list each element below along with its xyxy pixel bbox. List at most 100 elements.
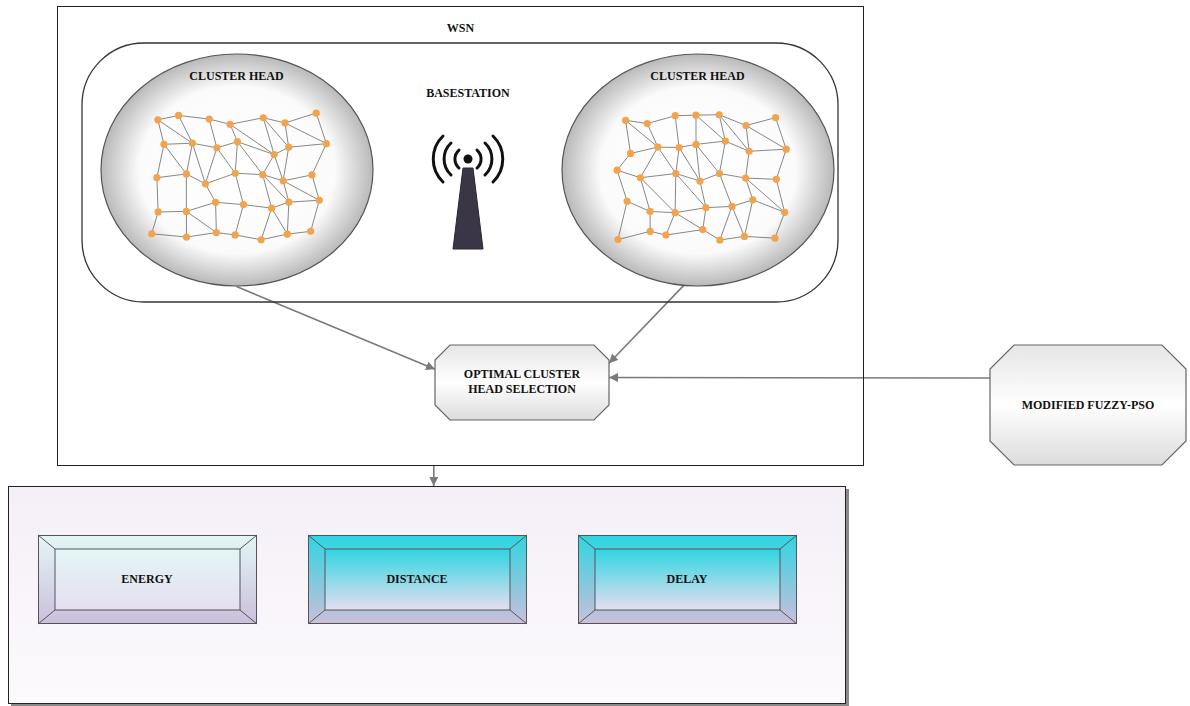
tower-mast xyxy=(453,168,483,249)
sensor-dot xyxy=(646,207,653,214)
network-link xyxy=(215,202,217,232)
ellipse-outline xyxy=(100,53,374,287)
node-label: DISTANCE xyxy=(386,572,447,587)
sensor-dot xyxy=(740,232,747,239)
parameter-panel: ENERGYDISTANCEDELAY xyxy=(8,486,846,704)
sensor-dot xyxy=(672,169,679,176)
network-link xyxy=(627,201,650,211)
node-label: WSN xyxy=(447,21,474,36)
network-link xyxy=(719,236,744,240)
bevel-line xyxy=(510,610,527,624)
button-outer xyxy=(38,535,256,623)
network-link xyxy=(745,151,749,178)
button-inner xyxy=(325,549,510,610)
network-link xyxy=(283,147,289,181)
sensor-dot xyxy=(728,202,735,209)
sensor-dot xyxy=(671,112,678,119)
bevel-line xyxy=(38,610,55,624)
sensor-dot xyxy=(715,111,722,118)
network-link xyxy=(185,211,186,237)
parameter-button: DELAY xyxy=(578,535,797,624)
sensor-dot xyxy=(182,170,189,177)
network-link xyxy=(696,144,719,173)
sensor-dot xyxy=(257,236,264,243)
node-label: DELAY xyxy=(667,572,708,587)
sensor-dot xyxy=(312,109,319,116)
button-inner xyxy=(55,549,240,610)
network-link xyxy=(665,229,702,234)
network-link xyxy=(235,141,237,173)
network-link xyxy=(699,181,705,208)
network-link xyxy=(192,143,216,148)
network-link xyxy=(261,208,271,240)
sensor-dot xyxy=(692,140,699,147)
network-link xyxy=(774,212,784,238)
network-link xyxy=(731,206,743,236)
sensor-dot xyxy=(226,120,233,127)
sensor-dot xyxy=(741,174,748,181)
sensor-dot xyxy=(211,198,218,205)
network-link xyxy=(283,180,319,199)
network-link xyxy=(665,212,674,234)
network-link xyxy=(695,115,696,144)
network-link xyxy=(647,123,658,147)
flow-arrow xyxy=(609,377,990,379)
bevel-line xyxy=(308,610,325,624)
sensor-dot xyxy=(182,207,189,214)
network-link xyxy=(288,200,318,202)
network-link xyxy=(675,115,679,147)
network-link xyxy=(719,114,749,151)
network-link xyxy=(235,173,243,204)
sensor-dot xyxy=(259,171,266,178)
sensor-dot xyxy=(201,180,208,187)
sensor-dot xyxy=(175,111,182,118)
network-link xyxy=(151,233,186,236)
network-link xyxy=(719,141,725,173)
network-link xyxy=(311,174,318,199)
network-link xyxy=(674,173,676,212)
network-link xyxy=(696,141,725,144)
sensor-network xyxy=(148,109,330,243)
sensor-dot xyxy=(160,140,167,147)
network-link xyxy=(719,173,732,206)
network-link xyxy=(650,211,675,212)
network-link xyxy=(186,211,216,232)
network-link xyxy=(261,234,287,240)
button-outer xyxy=(308,535,526,623)
sensor-dot xyxy=(281,119,288,126)
network-link xyxy=(617,170,627,201)
network-link xyxy=(235,234,261,239)
sensor-dot xyxy=(182,233,189,240)
sensor-dot xyxy=(749,196,756,203)
network-link xyxy=(752,199,784,212)
sensor-dot xyxy=(239,201,246,208)
cluster-ellipse: CLUSTER HEAD xyxy=(561,53,835,287)
network-link xyxy=(316,113,326,144)
sensor-dot xyxy=(285,198,292,205)
network-link xyxy=(746,125,786,149)
sensor-dot xyxy=(614,235,621,242)
network-link xyxy=(205,147,216,183)
sensor-dot xyxy=(643,119,650,126)
flow-arrow xyxy=(433,466,435,486)
network-link xyxy=(263,117,274,154)
parameter-button: DISTANCE xyxy=(308,535,527,624)
sensor-dot xyxy=(212,228,219,235)
network-link xyxy=(749,149,786,151)
network-link xyxy=(186,143,192,174)
network-link xyxy=(675,147,678,173)
bevel-line xyxy=(780,535,797,549)
sensor-dot xyxy=(268,204,275,211)
node-label: CLUSTER HEAD xyxy=(189,69,283,84)
cluster-outline xyxy=(562,54,834,286)
network-link xyxy=(695,115,724,141)
bevel-line xyxy=(38,535,55,549)
sensor-dot xyxy=(696,177,703,184)
network-link xyxy=(263,117,288,146)
network-link xyxy=(156,173,186,177)
network-link xyxy=(262,174,288,202)
network-link xyxy=(696,144,700,181)
network-link xyxy=(287,202,289,234)
network-link xyxy=(675,173,705,207)
sensor-dot xyxy=(231,169,238,176)
